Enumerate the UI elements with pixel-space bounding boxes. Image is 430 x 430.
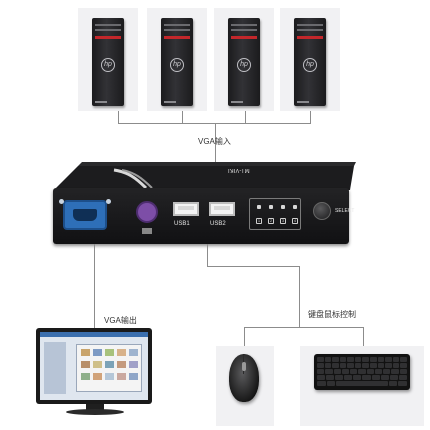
led-indicator [257,205,261,209]
port-number-3: 3 [280,218,286,224]
connector-line [207,266,299,267]
connector-line [118,123,311,124]
hp-logo-icon: hp [303,58,317,72]
pc-tower-4: hp [280,8,340,111]
usb2-label: USB2 [210,221,226,227]
mouse-icon [229,354,259,402]
led-indicator [269,205,273,209]
led-indicator [281,205,285,209]
connector-line [299,266,300,328]
connector-line [118,111,119,123]
usb-port-2-icon [209,202,235,216]
screw-icon [59,199,64,204]
connector-line [244,327,364,328]
mouse-card [216,346,274,426]
connector-line [245,111,246,123]
select-label: SELECT [335,208,355,214]
led-indicator [293,205,297,209]
connector-line [215,123,216,175]
select-button[interactable] [313,202,331,220]
connector-line [363,327,364,346]
vga-output-label: VGA输出 [104,316,137,325]
pc-tower-2: hp [147,8,207,111]
vga-input-label: VGA输入 [198,137,231,146]
computer-tower-icon: hp [92,18,124,106]
connector-line [182,111,183,123]
screw-icon [106,199,111,204]
computer-tower-icon: hp [294,18,326,106]
keyboard-icon [314,354,410,390]
monitor-base [66,409,124,415]
connector-line [244,327,245,346]
kvm-brand-text: MT-VIKI [228,167,250,173]
kvm-switch-top [54,162,356,190]
usb-port-1-icon [173,202,199,216]
port-number-4: 4 [292,218,298,224]
hp-logo-icon: hp [237,58,251,72]
kvm-switch-front-panel: USB1 USB2 1 2 3 4 SELECT [53,188,354,244]
hp-logo-icon: hp [101,58,115,72]
monitor-icon [36,328,152,404]
ps2-port-icon [136,201,158,223]
port-number-1: 1 [256,218,262,224]
port-number-2: 2 [268,218,274,224]
keyboard-mouse-control-label: 键盘鼠标控制 [308,310,356,319]
hp-logo-icon: hp [170,58,184,72]
keyboard-card [300,346,424,426]
connector-line [94,244,95,332]
connector-line [207,244,208,266]
port-indicator-panel: 1 2 3 4 [249,198,301,230]
ps2-tab [142,228,152,234]
monitor-screen [40,332,148,400]
connector-line [310,111,311,123]
usb1-label: USB1 [174,221,190,227]
computer-tower-icon: hp [228,18,260,106]
computer-tower-icon: hp [161,18,193,106]
pc-tower-3: hp [214,8,274,111]
monitor-stand [86,404,104,410]
vga-port-icon [63,200,107,230]
pc-tower-1: hp [78,8,138,111]
